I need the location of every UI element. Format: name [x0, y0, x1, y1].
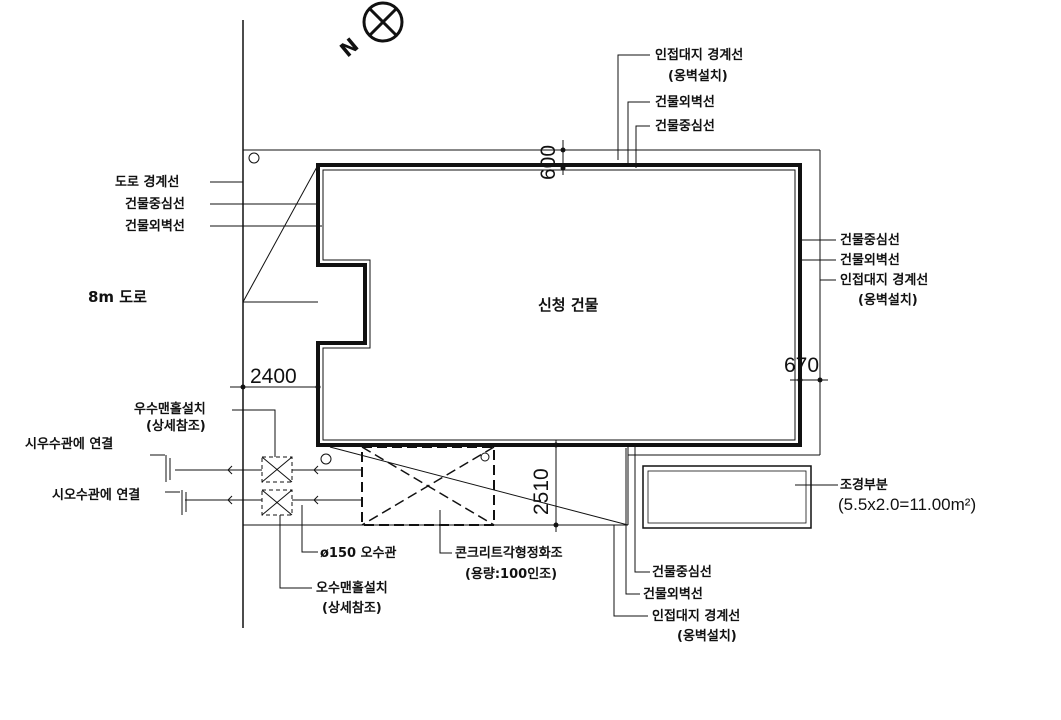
- north-arrow-icon: N: [335, 1, 404, 62]
- dimension-bottom: 2510: [530, 468, 553, 515]
- site-boundary: [242, 149, 821, 526]
- label-septic-tank: 콘크리트각형정화조: [455, 545, 563, 561]
- dimension-lines: [230, 140, 828, 532]
- septic-tank: [320, 446, 629, 526]
- label-right-outer-wall: 건물외벽선: [840, 252, 900, 268]
- label-bottom-outer-wall: 건물외벽선: [643, 586, 703, 602]
- label-right-adjacent-boundary: 인접대지 경계선: [840, 272, 928, 288]
- label-bottom-adjacent-boundary: 인접대지 경계선: [652, 608, 740, 624]
- label-top-center-line: 건물중심선: [655, 118, 715, 134]
- label-top-outer-wall: 건물외벽선: [655, 94, 715, 110]
- label-sewage-manhole: 오수맨홀설치: [316, 580, 388, 596]
- label-connect-sewage-pipe: 시오수관에 연결: [52, 487, 140, 503]
- building-inner-line: [322, 169, 796, 441]
- dimension-right: 670: [784, 354, 819, 377]
- label-rainwater-manhole: 우수맨홀설치: [134, 401, 206, 417]
- north-label: N: [335, 33, 363, 62]
- label-septic-capacity: (용량:100인조): [465, 566, 557, 582]
- label-right-center-line: 건물중심선: [840, 232, 900, 248]
- label-bottom-center-line: 건물중심선: [652, 564, 712, 580]
- label-landscape-area: 조경부분: [840, 477, 888, 493]
- label-sewage-pipe: ø150 오수관: [320, 545, 397, 561]
- leader-lines: [150, 54, 838, 617]
- label-sewage-detail: (상세참조): [322, 600, 382, 616]
- sewage-manhole-icon: [261, 489, 293, 516]
- landscape-area-box: [642, 465, 812, 529]
- label-left-outer-wall: 건물외벽선: [125, 218, 185, 234]
- label-bottom-fence: (옹벽설치): [677, 628, 737, 644]
- rainwater-manhole-icon: [261, 456, 293, 483]
- label-right-fence: (옹벽설치): [858, 292, 918, 308]
- building-outline: [316, 163, 802, 447]
- dimension-top: 600: [537, 145, 560, 180]
- label-new-building: 신청 건물: [538, 296, 599, 314]
- label-connect-rain-pipe: 시우수관에 연결: [25, 436, 113, 452]
- pipe-lines: [165, 455, 362, 515]
- label-rainwater-detail: (상세참조): [146, 418, 206, 434]
- dimension-left: 2400: [250, 365, 297, 388]
- label-road-name: 8m 도로: [88, 288, 147, 306]
- label-landscape-formula: (5.5x2.0=11.00m²): [838, 495, 976, 514]
- label-left-center-line: 건물중심선: [125, 196, 185, 212]
- label-road-boundary: 도로 경계선: [115, 174, 179, 190]
- label-top-fence: (옹벽설치): [668, 68, 728, 84]
- label-top-adjacent-boundary: 인접대지 경계선: [655, 47, 743, 63]
